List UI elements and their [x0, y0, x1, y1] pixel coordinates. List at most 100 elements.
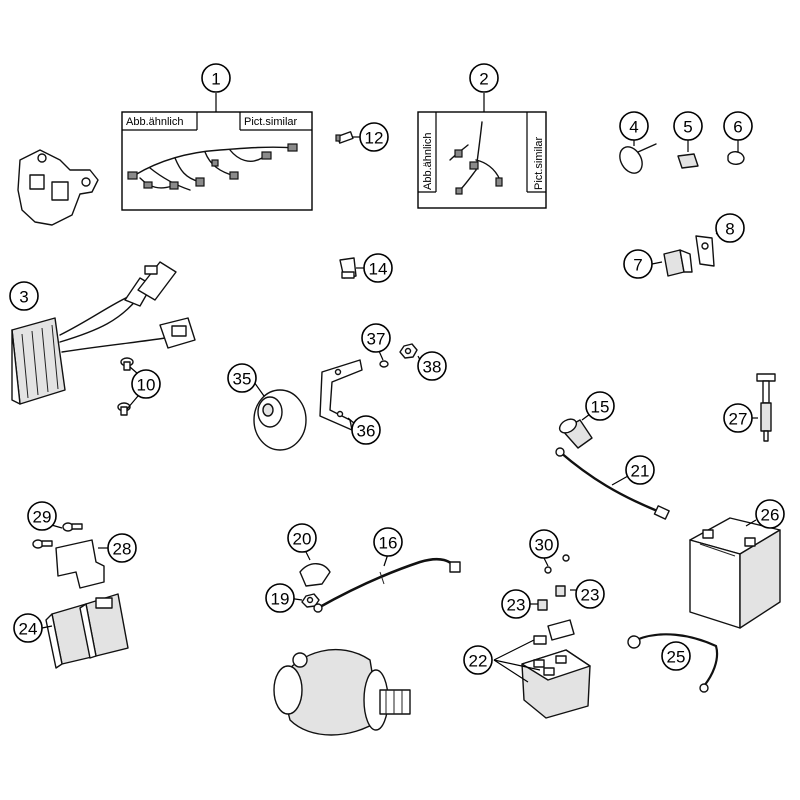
- callout-number: 15: [591, 398, 610, 417]
- callout-number: 16: [379, 534, 398, 553]
- battery: [689, 517, 781, 629]
- callout-7: 7: [623, 249, 653, 279]
- relay: [663, 249, 693, 277]
- callout-circle: [585, 391, 615, 421]
- callout-number: 29: [33, 508, 52, 527]
- connector-clip: [677, 153, 699, 169]
- callout-circle: [625, 455, 655, 485]
- callout-circle: [27, 501, 57, 531]
- callout-number: 10: [137, 376, 156, 395]
- socket-part: [339, 257, 357, 279]
- callout-circle: [715, 213, 745, 243]
- callout-29: 29: [27, 501, 57, 531]
- terminal-cover: [299, 563, 331, 587]
- callout-37: 37: [361, 323, 391, 353]
- horn: [253, 389, 307, 451]
- callout-number: 27: [729, 410, 748, 429]
- frame2-label-left: Abb.ähnlich: [422, 133, 434, 191]
- callout-circle: [227, 363, 257, 393]
- callout-35: 35: [227, 363, 257, 393]
- fuse-cover: [533, 619, 575, 645]
- frame1-label-left: Abb.ähnlich: [126, 116, 184, 128]
- callout-circle: [359, 122, 389, 152]
- voltage-regulator: [11, 261, 196, 405]
- callout-circle: [13, 613, 43, 643]
- callout-number: 21: [631, 462, 650, 481]
- callout-circle: [723, 111, 753, 141]
- ground-cable: [555, 447, 670, 520]
- callout-circle: [619, 111, 649, 141]
- callout-3: 3: [9, 281, 39, 311]
- callout-circle: [501, 589, 531, 619]
- callout-number: 3: [19, 288, 28, 307]
- frame1-label-right: Pict.similar: [244, 116, 298, 128]
- callout-5: 5: [673, 111, 703, 141]
- callout-circle: [529, 529, 559, 559]
- callout-1: 1: [201, 63, 231, 93]
- callout-22: 22: [463, 645, 493, 675]
- callout-circle: [265, 583, 295, 613]
- callout-circle: [9, 281, 39, 311]
- bracket-screws: [32, 522, 83, 549]
- callout-number: 37: [367, 330, 386, 349]
- callout-circle: [661, 641, 691, 671]
- cable-tie: [619, 143, 657, 174]
- callout-23: 23: [501, 589, 531, 619]
- callout-number: 2: [479, 70, 488, 89]
- callout-number: 24: [19, 620, 38, 639]
- callout-circle: [201, 63, 231, 93]
- callout-number: 20: [293, 530, 312, 549]
- callout-number: 5: [683, 118, 692, 137]
- callout-number: 19: [271, 590, 290, 609]
- callout-circle: [575, 579, 605, 609]
- callout-10: 10: [131, 369, 161, 399]
- washer: [379, 360, 389, 368]
- callout-number: 26: [761, 506, 780, 525]
- callout-28: 28: [107, 533, 137, 563]
- callout-number: 6: [733, 118, 742, 137]
- callout-15: 15: [585, 391, 615, 421]
- wire-clip: [727, 151, 745, 165]
- callout-number: 4: [629, 118, 638, 137]
- callout-circle: [361, 323, 391, 353]
- callout-number: 35: [233, 370, 252, 389]
- battery-cable: [627, 633, 719, 693]
- callout-number: 14: [369, 260, 388, 279]
- harness-frame-1: Abb.ähnlich Pict.similar: [121, 111, 313, 211]
- callout-circle: [463, 645, 493, 675]
- frame2-label-right: Pict.similar: [533, 136, 545, 190]
- cdi-bracket: [55, 539, 105, 589]
- callout-circle: [723, 403, 753, 433]
- fuse-box: [521, 649, 591, 719]
- callout-27: 27: [723, 403, 753, 433]
- callout-circle: [755, 499, 785, 529]
- callout-25: 25: [661, 641, 691, 671]
- control-units: [45, 593, 129, 669]
- callout-21: 21: [625, 455, 655, 485]
- callout-6: 6: [723, 111, 753, 141]
- callout-8: 8: [715, 213, 745, 243]
- callout-circle: [469, 63, 499, 93]
- callout-26: 26: [755, 499, 785, 529]
- callout-number: 30: [535, 536, 554, 555]
- callout-circle: [363, 253, 393, 283]
- callout-12: 12: [359, 122, 389, 152]
- callout-38: 38: [417, 351, 447, 381]
- callout-23: 23: [575, 579, 605, 609]
- fuse-screws: [544, 554, 570, 574]
- callout-number: 36: [357, 422, 376, 441]
- horn-bracket: [319, 359, 363, 431]
- callout-circle: [287, 523, 317, 553]
- harness-frame-2: Abb.ähnlich Pict.similar: [417, 111, 547, 209]
- callout-circle: [131, 369, 161, 399]
- main-wiring-harness: [127, 143, 298, 191]
- callout-24: 24: [13, 613, 43, 643]
- harness-bracket: [17, 149, 99, 226]
- callout-4: 4: [619, 111, 649, 141]
- callout-number: 25: [667, 648, 686, 667]
- callout-number: 23: [507, 596, 526, 615]
- callout-circle: [351, 415, 381, 445]
- callout-number: 28: [113, 540, 132, 559]
- regulator-screws: [117, 357, 134, 416]
